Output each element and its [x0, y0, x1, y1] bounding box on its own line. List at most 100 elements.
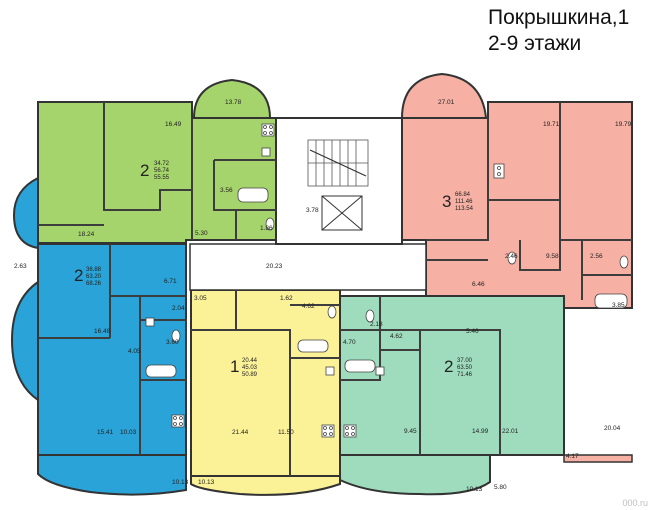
toilet-icon [327, 305, 337, 319]
label-stair: 3.78 [306, 207, 319, 214]
toilet-icon [171, 329, 181, 343]
pink-balcony-bottom [563, 454, 633, 463]
blue-bay-window [10, 280, 39, 402]
pink-bay-window [400, 72, 488, 119]
area-blue-1: 36.88 [86, 267, 102, 273]
mint-loggia [339, 454, 491, 496]
plan-title: Покрышкина,1 [488, 6, 630, 29]
label-m-room2: 14.99 [472, 428, 489, 435]
bathtub-icon [344, 359, 376, 373]
label-b-room-low: 15.41 [97, 429, 114, 436]
area-green-2: 56.74 [154, 168, 170, 174]
label-g-kitchen: 18.24 [78, 231, 95, 238]
sink-icon [325, 366, 335, 376]
yellow-loggia [190, 475, 341, 496]
blue-balcony [12, 176, 39, 250]
stove-icon [261, 123, 275, 137]
stove-icon [343, 424, 357, 438]
summary-pink: 3 66.84 111.46 113.54 [442, 192, 474, 212]
label-y-kitchen: 11.50 [278, 429, 294, 436]
label-y-loggia: 10.13 [198, 479, 215, 486]
area-blue-2: 63.20 [86, 274, 102, 280]
stove-icon [321, 424, 335, 438]
apartment-yellow[interactable] [190, 289, 341, 477]
toilet-icon [265, 217, 275, 231]
summary-mint: 2 37.00 63.50 71.46 [444, 357, 473, 378]
apartment-summaries: 2 34.72 56.74 55.55 2 36.88 63.20 68.26 … [74, 161, 474, 378]
area-mint-1: 37.00 [457, 358, 473, 364]
bathtub-icon [237, 187, 269, 203]
area-pink-2: 111.46 [455, 199, 473, 205]
toilet-icon [365, 309, 375, 323]
area-green-3: 55.55 [154, 175, 170, 181]
label-p-room2: 19.79 [615, 121, 632, 128]
sink-icon [261, 147, 271, 157]
summary-yellow: 1 20.44 45.03 50.89 [230, 357, 258, 378]
label-m-wc: 2.18 [370, 321, 383, 328]
area-pink-3: 113.54 [455, 206, 474, 212]
bathtub-icon [297, 339, 329, 353]
sink-icon [145, 317, 155, 327]
label-p-corr: 6.46 [472, 281, 485, 288]
label-y-small: 3.05 [194, 295, 207, 302]
label-m-hall: 5.46 [466, 328, 479, 335]
label-b-balcony: 2.63 [14, 263, 27, 270]
rooms-count-green: 2 [140, 161, 149, 180]
summary-green: 2 34.72 56.74 55.55 [140, 161, 170, 181]
interior-walls [38, 102, 632, 476]
area-mint-2: 63.50 [457, 365, 473, 371]
plan-subtitle: 2-9 этажи [488, 32, 582, 55]
stove-icon [493, 163, 505, 179]
label-p-wc1: 2.46 [505, 253, 518, 260]
apartment-pink[interactable] [400, 72, 633, 309]
watermark: 000.ru [622, 498, 648, 508]
label-m-bath2: 4.62 [390, 333, 403, 340]
area-yellow-3: 50.89 [242, 372, 258, 378]
toilet-icon [507, 251, 517, 265]
label-m-loggia1: 10.13 [466, 486, 483, 493]
rooms-count-yellow: 1 [230, 357, 239, 376]
label-m-loggia2: 5.80 [494, 484, 507, 491]
apartment-blue-fill [37, 243, 187, 456]
label-p-room3: 20.04 [604, 425, 621, 432]
label-g-bay: 13.78 [225, 99, 242, 106]
label-p-balc: 4.17 [566, 453, 579, 460]
toilet-icon [619, 255, 629, 269]
area-yellow-2: 45.03 [242, 365, 258, 371]
label-corridor: 20.23 [266, 263, 283, 270]
label-g-bath: 3.56 [220, 187, 233, 194]
label-p-room1: 19.71 [543, 121, 560, 128]
apartment-pink-fill [401, 101, 633, 309]
apartment-yellow-fill [190, 289, 341, 477]
label-b-wc1: 2.04 [172, 305, 185, 312]
label-b-room-mid: 16.48 [94, 328, 111, 335]
label-b-kitchen: 10.03 [120, 429, 137, 436]
bathtub-icon [145, 364, 177, 378]
label-b-loggia: 10.13 [172, 479, 189, 486]
bathtub-icon [594, 293, 628, 309]
area-pink-1: 66.84 [455, 192, 471, 198]
rooms-count-mint: 2 [444, 357, 453, 376]
label-b-room-top: 6.71 [164, 278, 177, 285]
area-green-1: 34.72 [154, 161, 170, 167]
area-mint-3: 71.46 [457, 372, 473, 378]
label-p-wc2: 2.56 [590, 253, 603, 260]
label-g-room-top: 16.49 [165, 121, 182, 128]
rooms-count-pink: 3 [442, 192, 451, 211]
label-m-room3: 22.01 [502, 428, 519, 435]
fixtures [145, 123, 629, 438]
blue-loggia [37, 454, 187, 496]
label-p-bath: 3.85 [612, 302, 625, 309]
room-area-labels: 13.78 16.49 3.56 18.24 1.86 5.30 2.63 6.… [14, 99, 632, 493]
green-bay-window [192, 78, 272, 119]
rooms-count-blue: 2 [74, 266, 83, 285]
elevator [321, 195, 363, 231]
summary-blue: 2 36.88 63.20 68.26 [74, 266, 102, 287]
label-y-wc: 1.62 [280, 295, 293, 302]
area-yellow-1: 20.44 [242, 358, 258, 364]
common-corridor [189, 117, 427, 291]
label-m-room1: 9.45 [404, 428, 417, 435]
label-m-bath1: 4.70 [343, 339, 356, 346]
label-g-hall: 5.30 [195, 230, 208, 237]
